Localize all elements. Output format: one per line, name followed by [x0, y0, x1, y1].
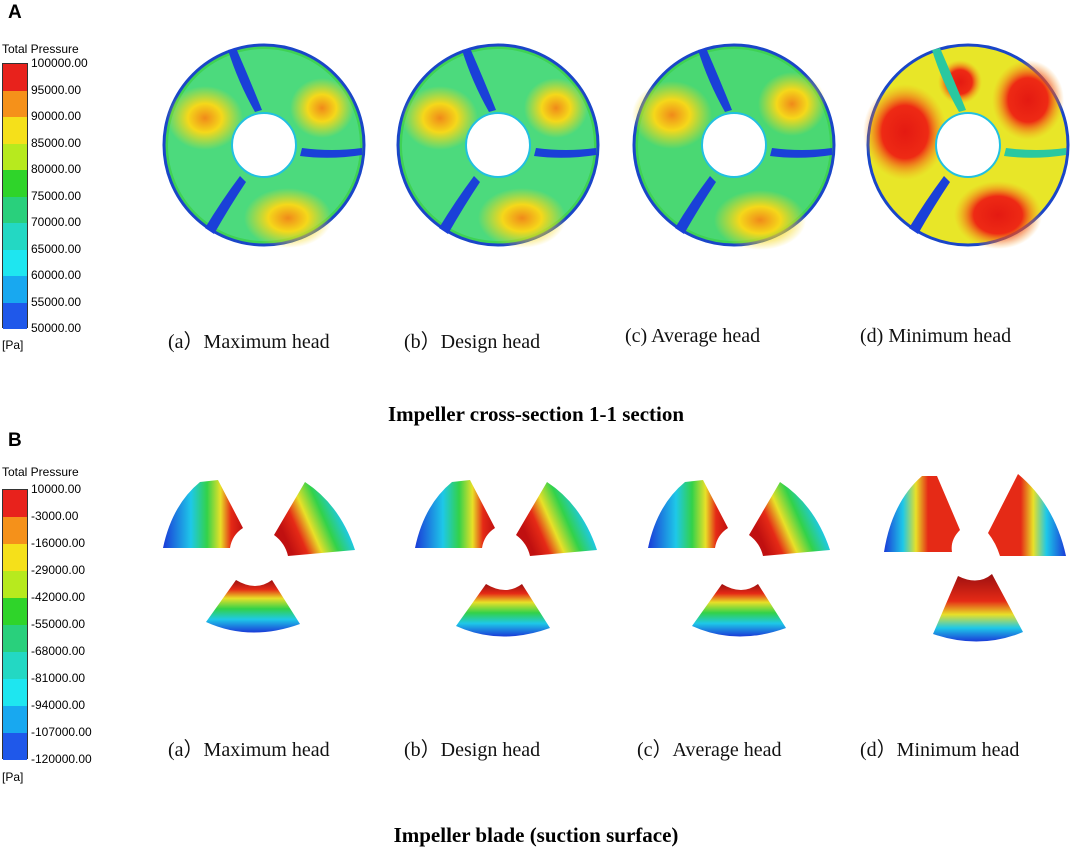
legend-tick-label: -81000.00 — [31, 671, 86, 685]
caption-b-minimum-head: (d）Minimum head — [860, 739, 1020, 761]
legend-tick-label: -16000.00 — [31, 536, 86, 550]
panel-b-label: B — [8, 430, 22, 451]
legend-color-swatch — [3, 544, 27, 571]
legend-color-swatch — [3, 302, 27, 329]
disc-design-head — [396, 43, 600, 248]
caption-a-maximum-head: (a）Maximum head — [168, 331, 330, 353]
caption-a-design-head: (b）Design head — [404, 331, 541, 353]
legend-color-swatch — [3, 598, 27, 625]
legend-color-swatch — [3, 170, 27, 197]
disc-minimum-head — [863, 43, 1070, 249]
legend-color-swatch — [3, 276, 27, 303]
legend-b-title: Total Pressure — [2, 465, 79, 479]
blades-average-head — [648, 480, 830, 637]
legend-tick-label: 90000.00 — [31, 109, 82, 123]
legend-color-swatch — [3, 571, 27, 598]
blade-figures — [163, 474, 1066, 642]
legend-tick-label: -42000.00 — [31, 590, 86, 604]
caption-b-design-head: (b）Design head — [404, 739, 541, 761]
disc-average-head — [632, 43, 836, 250]
legend-color-swatch — [3, 733, 27, 760]
legend-color-swatch — [3, 249, 27, 276]
legend-tick-label: 55000.00 — [31, 294, 82, 309]
legend-a-unit: [Pa] — [2, 338, 24, 352]
legend-color-swatch — [3, 117, 27, 144]
panel-a-label: A — [8, 2, 22, 23]
legend-color-swatch — [3, 143, 27, 170]
legend-tick-label: -120000.00 — [31, 752, 92, 766]
legend-tick-label: 65000.00 — [31, 241, 82, 256]
legend-color-swatch — [3, 652, 27, 679]
legend-a-colorbar — [2, 63, 28, 329]
disc-maximum-head — [162, 43, 366, 248]
legend-color-swatch — [3, 196, 27, 223]
caption-b-maximum-head: (a）Maximum head — [168, 739, 330, 761]
legend-tick-label: 80000.00 — [31, 162, 82, 176]
legend-tick-label: 70000.00 — [31, 215, 82, 229]
cross-section-figures — [162, 43, 1070, 250]
caption-a-average-head: (c) Average head — [625, 325, 761, 347]
blades-design-head — [415, 480, 597, 637]
legend-tick-label: 10000.00 — [31, 482, 82, 496]
legend-tick-label: 100000.00 — [31, 56, 88, 70]
legend-color-swatch — [3, 625, 27, 652]
legend-color-swatch — [3, 90, 27, 117]
legend-tick-label: -29000.00 — [31, 563, 86, 577]
legend-tick-label: -3000.00 — [31, 509, 79, 523]
legend-b-colorbar — [2, 489, 28, 760]
caption-b-average-head: (c）Average head — [637, 739, 782, 761]
section-title-b: Impeller blade (suction surface) — [393, 823, 679, 847]
legend-tick-label: 95000.00 — [31, 82, 82, 97]
legend-tick-label: 85000.00 — [31, 135, 82, 150]
blades-minimum-head — [884, 474, 1066, 642]
legend-a-title: Total Pressure — [2, 42, 79, 56]
blades-maximum-head — [163, 480, 355, 633]
legend-color-swatch — [3, 223, 27, 250]
legend-color-swatch — [3, 64, 27, 91]
legend-tick-label: -107000.00 — [31, 725, 92, 739]
caption-a-minimum-head: (d) Minimum head — [860, 325, 1012, 347]
legend-b-unit: [Pa] — [2, 770, 24, 784]
legend-tick-label: -94000.00 — [31, 698, 86, 712]
legend-tick-label: -55000.00 — [31, 617, 86, 631]
legend-color-swatch — [3, 706, 27, 733]
legend-tick-label: 60000.00 — [31, 268, 82, 282]
legend-tick-label: -68000.00 — [31, 644, 86, 658]
legend-color-swatch — [3, 490, 27, 517]
legend-color-swatch — [3, 679, 27, 706]
legend-tick-label: 50000.00 — [31, 321, 82, 335]
legend-tick-label: 75000.00 — [31, 188, 82, 203]
section-title-a: Impeller cross-section 1-1 section — [387, 402, 685, 426]
legend-color-swatch — [3, 517, 27, 544]
